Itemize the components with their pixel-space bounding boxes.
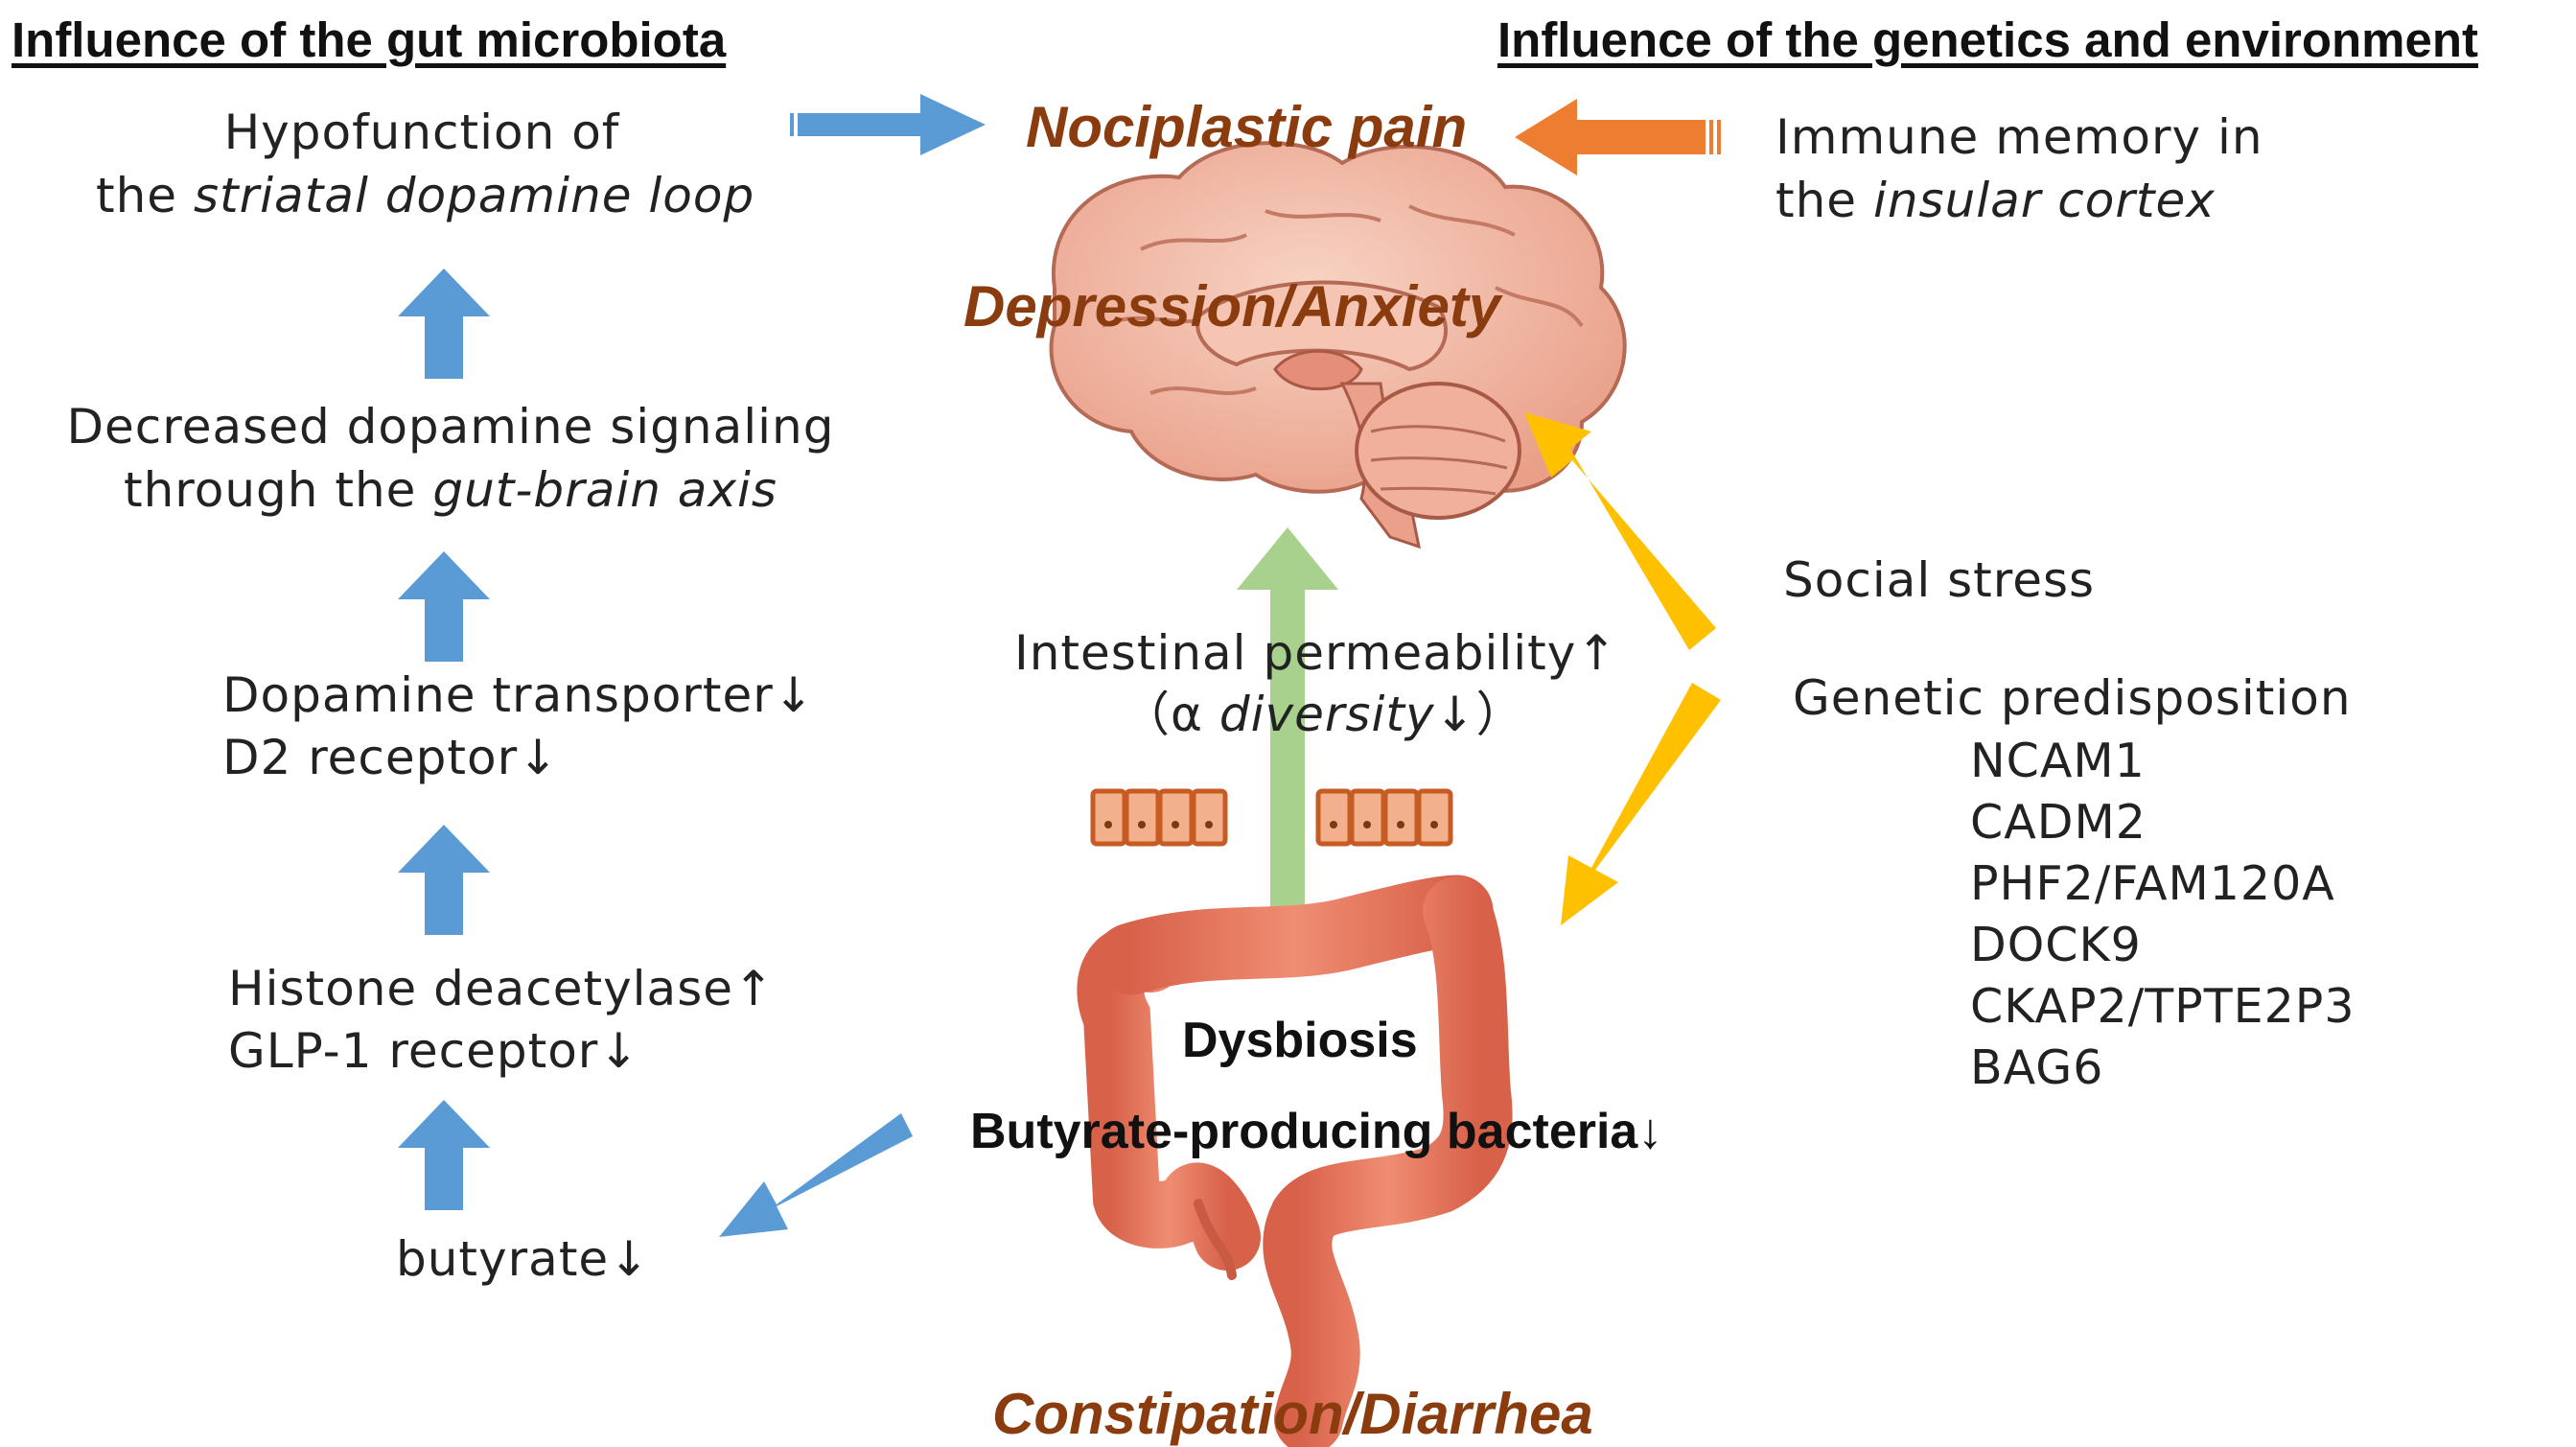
orange-arrow-to-pain xyxy=(1515,99,1721,175)
brain-illustration xyxy=(1049,141,1627,549)
blue-arrow-to-pain xyxy=(786,94,986,155)
outcome-depression-anxiety: Depression/Anxiety xyxy=(963,274,1501,338)
intestinal-permeability-label: Intestinal permeability↑ xyxy=(1014,625,1618,681)
decreased-line2: through the gut-brain axis xyxy=(58,458,844,522)
yellow-arrow-to-brain xyxy=(1524,412,1716,650)
immune-line2: the insular cortex xyxy=(1775,169,2263,232)
hypofunction-line2-italic: striatal dopamine loop xyxy=(193,168,755,223)
decreased-line2-prefix: through the xyxy=(124,462,433,518)
alpha-prefix: （α xyxy=(1122,687,1219,742)
gene-item: NCAM1 xyxy=(1970,734,2146,788)
d2-receptor-label: D2 receptor↓ xyxy=(222,730,560,785)
hypofunction-label: Hypofunction of the striatal dopamine lo… xyxy=(96,101,754,227)
left-chain-up-arrows xyxy=(398,268,490,1210)
dysbiosis-label: Dysbiosis xyxy=(1182,1013,1418,1068)
butyrate-bacteria-label: Butyrate-producing bacteria↓ xyxy=(970,1104,1663,1159)
hypofunction-line2-prefix: the xyxy=(96,168,194,223)
gene-item: BAG6 xyxy=(1970,1040,2104,1095)
colon-illustration xyxy=(1077,875,1513,1447)
immune-line1: Immune memory in xyxy=(1775,109,2263,165)
blue-arrow-to-butyrate xyxy=(719,1108,920,1237)
permeability-arrow xyxy=(1237,527,1338,921)
decreased-line1: Decreased dopamine signaling xyxy=(66,399,835,455)
hypofunction-line2: the striatal dopamine loop xyxy=(96,164,754,227)
intestinal-cells-icon xyxy=(1090,788,1453,847)
outcome-constipation-diarrhea: Constipation/Diarrhea xyxy=(992,1382,1593,1446)
hypofunction-line1: Hypofunction of xyxy=(223,105,620,160)
immune-memory-label: Immune memory in the insular cortex xyxy=(1775,105,2263,232)
alpha-italic: diversity xyxy=(1218,687,1435,742)
header-genetics-environment: Influence of the genetics and environmen… xyxy=(1497,12,2478,67)
yellow-arrow-to-colon xyxy=(1561,683,1721,925)
decreased-signaling-label: Decreased dopamine signaling through the… xyxy=(58,395,844,522)
glp1-receptor-label: GLP-1 receptor↓ xyxy=(228,1023,640,1079)
immune-line2-italic: insular cortex xyxy=(1872,173,2216,228)
gene-item: CKAP2/TPTE2P3 xyxy=(1970,979,2356,1034)
alpha-suffix: ↓） xyxy=(1434,687,1525,742)
gene-item: PHF2/FAM120A xyxy=(1970,856,2335,911)
decreased-line2-italic: gut-brain axis xyxy=(432,462,777,518)
gene-item: CADM2 xyxy=(1970,795,2147,850)
dopamine-transporter-label: Dopamine transporter↓ xyxy=(222,667,815,723)
outcome-nociplastic-pain: Nociplastic pain xyxy=(1026,95,1468,159)
histone-deacetylase-label: Histone deacetylase↑ xyxy=(228,961,775,1016)
gene-item: DOCK9 xyxy=(1970,918,2142,972)
butyrate-label: butyrate↓ xyxy=(396,1231,651,1287)
immune-line2-prefix: the xyxy=(1775,173,1873,228)
social-stress-label: Social stress xyxy=(1783,552,2096,608)
alpha-diversity-label: （α diversity↓） xyxy=(1122,683,1524,746)
header-gut-microbiota: Influence of the gut microbiota xyxy=(12,12,727,67)
genetic-predisposition-label: Genetic predisposition xyxy=(1793,670,2352,726)
